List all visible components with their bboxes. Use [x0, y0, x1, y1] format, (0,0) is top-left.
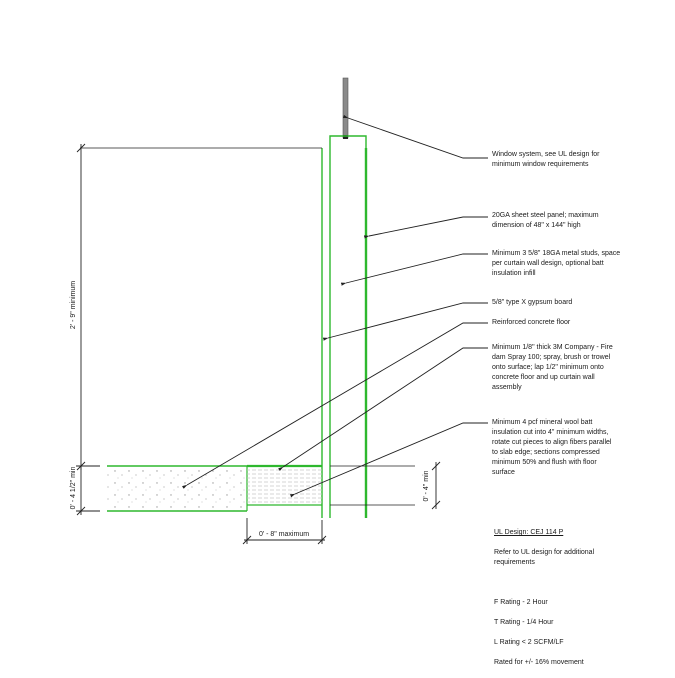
rating-l: L Rating < 2 SCFM/LF — [494, 639, 564, 646]
callout-metal-studs: Minimum 3 5/8" 18GA metal studs, space p… — [492, 250, 621, 277]
dimension-gap — [242, 518, 327, 545]
curtain-wall — [321, 135, 368, 518]
ul-design-subtitle: Refer to UL design for additional requir… — [494, 549, 595, 566]
callout-firestop-spray: Minimum 1/8" thick 3M Company - Fire dam… — [492, 344, 613, 391]
dim-label-height: 2' - 9" minimum — [70, 281, 77, 329]
leader-lines — [181, 114, 488, 498]
callout-gypsum-board: 5/8" type X gypsum board — [492, 299, 573, 306]
concrete-slab — [107, 465, 248, 512]
rating-movement: Rated for +/- 16% movement — [494, 659, 584, 666]
dim-label-insulation: 0' - 4" min — [423, 470, 430, 501]
dimension-insulation — [431, 461, 441, 510]
ul-design-title: UL Design: CEJ 114 P — [494, 529, 564, 536]
callout-mineral-wool: Minimum 4 pcf mineral wool batt insulati… — [492, 419, 612, 476]
callout-steel-panel: 20GA sheet steel panel; maximum dimensio… — [492, 212, 599, 229]
dim-label-gap: 0' - 8" maximum — [259, 531, 309, 538]
mineral-wool-insulation — [247, 464, 322, 506]
reference-lines — [80, 147, 415, 506]
ul-design-block: UL Design: CEJ 114 P Refer to UL design … — [494, 518, 624, 678]
dim-label-slab: 0' - 4 1/2" min — [70, 467, 77, 510]
rating-t: T Rating - 1/4 Hour — [494, 619, 554, 626]
rating-f: F Rating - 2 Hour — [494, 599, 548, 606]
callout-window-system: Window system, see UL design for minimum… — [492, 151, 600, 168]
window-mullion — [342, 77, 349, 139]
callout-concrete-floor: Reinforced concrete floor — [492, 319, 571, 326]
dimension-height — [76, 143, 100, 516]
